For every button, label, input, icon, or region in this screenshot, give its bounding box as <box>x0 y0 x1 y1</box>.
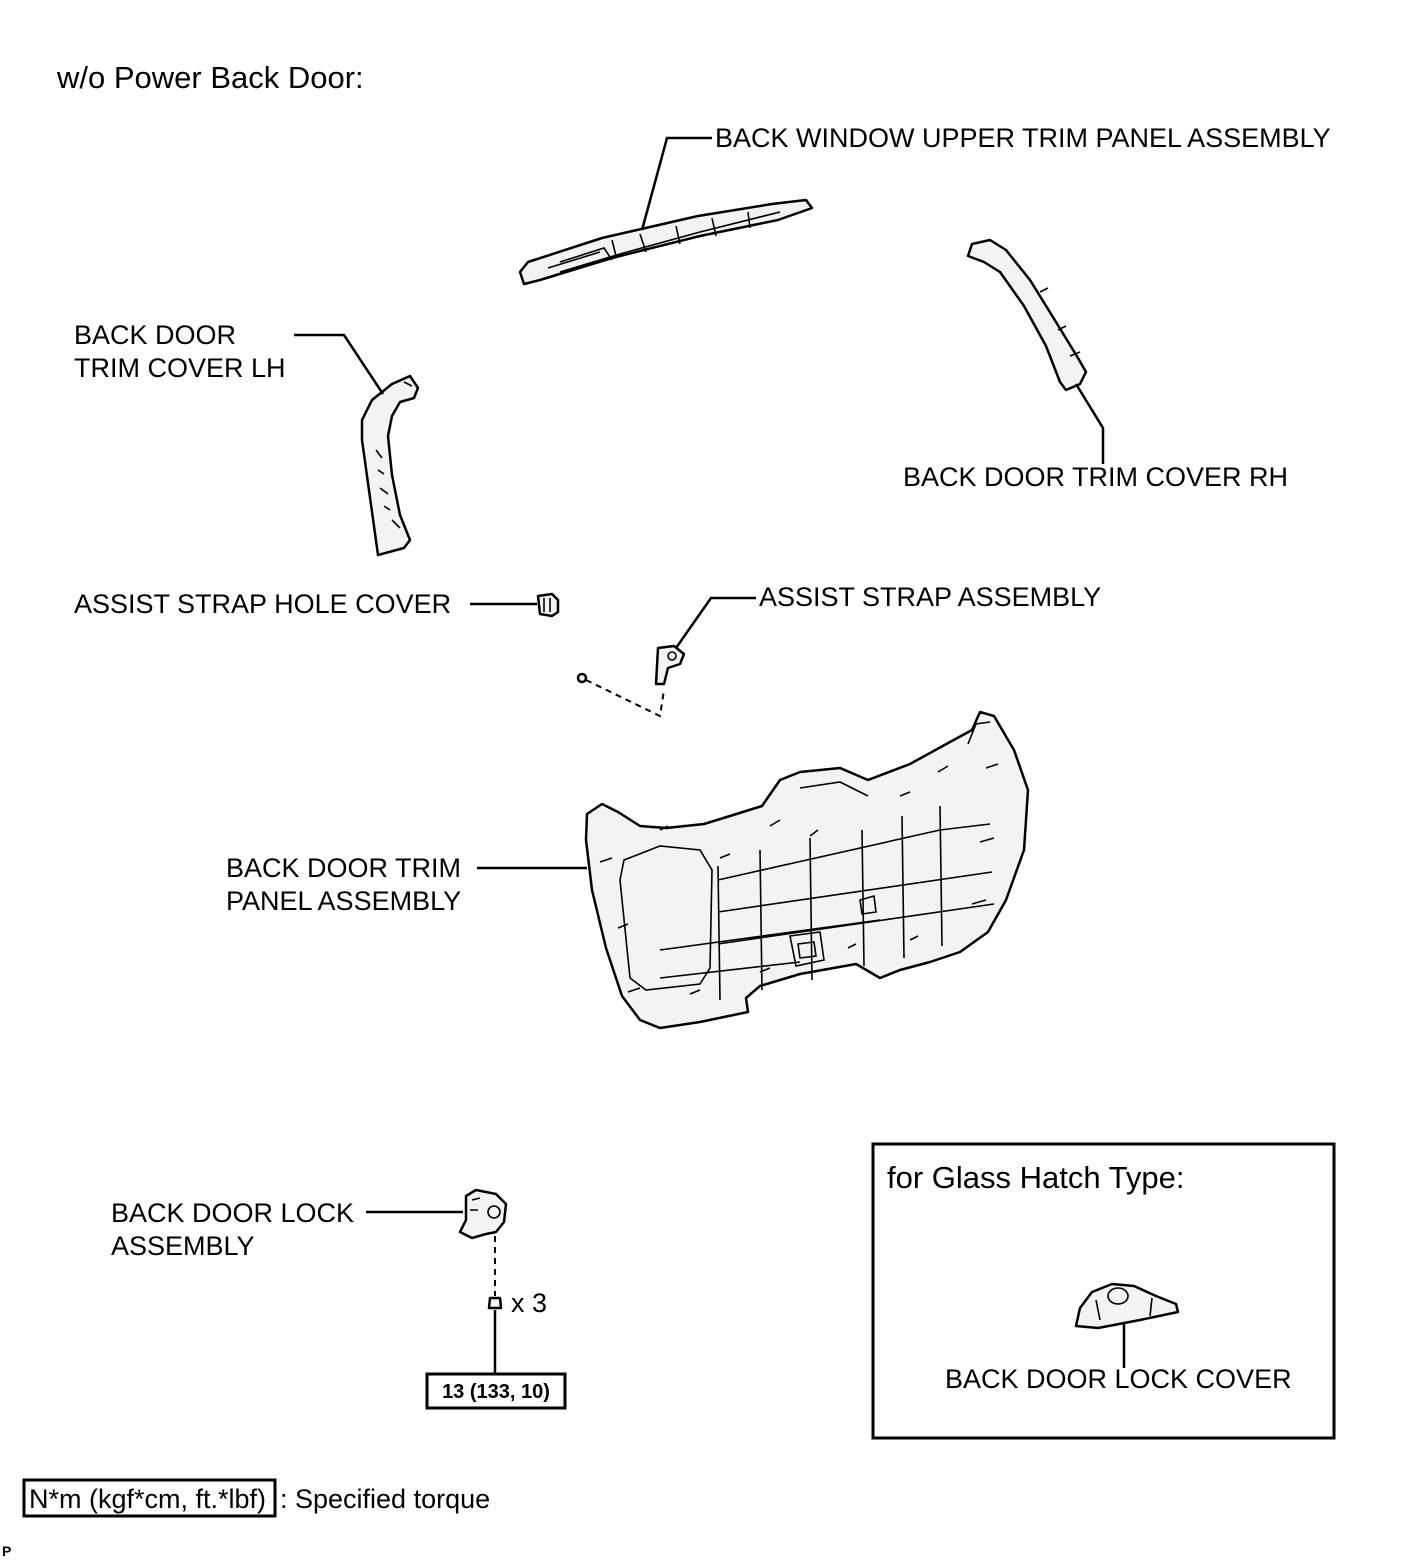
trim-cover-lh-part <box>360 374 420 557</box>
inset-title: for Glass Hatch Type: <box>887 1160 1185 1195</box>
leader-trim-cover-rh <box>1074 383 1105 464</box>
label-trim-cover-lh-line1: BACK DOOR <box>74 320 236 350</box>
lock-cover-part <box>1074 1282 1180 1330</box>
leader-assist-strap <box>674 596 756 649</box>
label-trim-panel-line1: BACK DOOR TRIM <box>226 853 461 883</box>
label-lock-assembly-line1: BACK DOOR LOCK <box>111 1198 354 1228</box>
hole-cover-part <box>536 592 560 618</box>
torque-value: 13 (133, 10) <box>442 1381 550 1403</box>
label-trim-cover-lh-line2: TRIM COVER LH <box>74 353 286 383</box>
leader-window-upper-trim <box>640 136 712 231</box>
strap-screw-path <box>585 679 665 718</box>
trim-cover-rh-part <box>966 238 1088 392</box>
glass-hatch-inset <box>871 1142 1336 1440</box>
lock-assembly-part <box>458 1188 508 1240</box>
legend-description: : Specified torque <box>280 1484 490 1514</box>
label-back-window-upper-trim: BACK WINDOW UPPER TRIM PANEL ASSEMBLY <box>715 123 1331 153</box>
torque-box <box>425 1372 567 1410</box>
label-lock-assembly-line2: ASSEMBLY <box>111 1231 255 1261</box>
bolt-count: x 3 <box>511 1288 547 1318</box>
label-trim-cover-rh: BACK DOOR TRIM COVER RH <box>903 462 1288 492</box>
trim-panel-part <box>584 710 1030 1030</box>
label-hole-cover: ASSIST STRAP HOLE COVER <box>74 589 451 619</box>
diagram-heading: w/o Power Back Door: <box>56 60 364 95</box>
label-assist-strap: ASSIST STRAP ASSEMBLY <box>759 582 1101 612</box>
back-window-upper-trim-part <box>518 198 814 286</box>
label-lock-cover: BACK DOOR LOCK COVER <box>945 1364 1292 1394</box>
lock-bolt-icon <box>487 1296 503 1310</box>
legend-units-box <box>22 1478 277 1518</box>
assist-strap-part <box>654 644 686 686</box>
legend-units: N*m (kgf*cm, ft.*lbf) <box>29 1484 266 1514</box>
label-trim-panel-line2: PANEL ASSEMBLY <box>226 886 461 916</box>
corner-mark: P <box>2 1543 11 1559</box>
strap-screw <box>576 672 588 684</box>
leader-trim-cover-lh <box>294 333 385 395</box>
